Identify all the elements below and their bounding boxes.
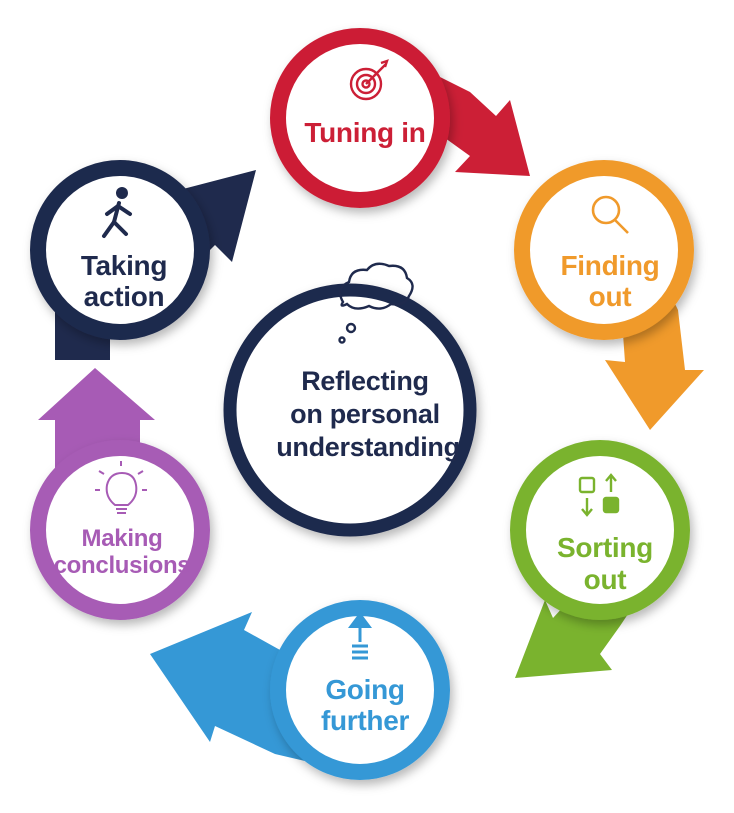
stage-label-line1: Taking [81, 250, 167, 281]
center-circle [223, 283, 477, 537]
stage-circle [270, 28, 450, 208]
center-label-line2: on personal [290, 399, 440, 429]
sorting-icon [578, 473, 620, 517]
center-label-line3: understanding [276, 432, 460, 462]
stage-label-line2: out [589, 281, 632, 312]
thought-bubble-icon [338, 262, 414, 344]
stage-circle [514, 160, 694, 340]
stage-label-line1: Going [325, 674, 404, 705]
stage-label-line1: Making [82, 525, 163, 552]
stage-circle [30, 440, 210, 620]
stage-finding-out: Finding out [514, 160, 694, 340]
lightbulb-icon [95, 461, 147, 514]
stage-label-line1: Sorting [557, 532, 653, 563]
walking-person-icon [102, 187, 132, 238]
stage-label-line2: further [321, 705, 410, 736]
stage-circle [270, 600, 450, 780]
stage-label-line2: action [84, 281, 165, 312]
stage-label-line2: conclusions [54, 552, 191, 579]
stage-label-line2: out [584, 564, 627, 595]
stage-tuning-in: Tuning in [270, 28, 450, 208]
center-hub: Reflecting on personal understanding [223, 262, 477, 537]
stage-circle [30, 160, 210, 340]
stage-circle [510, 440, 690, 620]
stage-label-line1: Tuning in [304, 117, 425, 148]
stage-taking-action: Taking action [30, 160, 210, 340]
up-arrow-icon [348, 612, 372, 660]
target-icon [349, 59, 389, 101]
stage-making-conclusions: Making conclusions [30, 440, 210, 620]
stage-sorting-out: Sorting out [510, 440, 690, 620]
stage-going-further: Going further [270, 600, 450, 780]
magnifier-icon [591, 195, 629, 234]
center-label-line1: Reflecting [301, 366, 429, 396]
stage-label-line1: Finding [561, 250, 660, 281]
